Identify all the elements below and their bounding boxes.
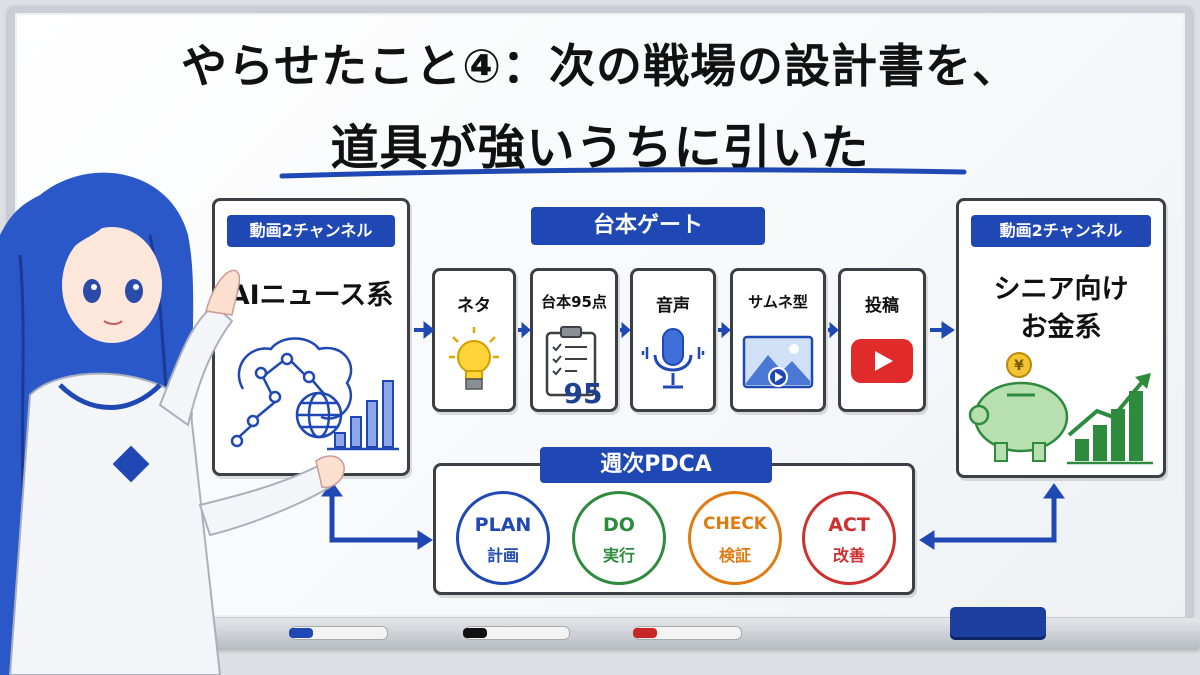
step-label: ネタ <box>457 296 491 316</box>
red-marker[interactable] <box>633 626 742 640</box>
pdca-title: 週次PDCA <box>540 447 772 483</box>
pdca-stage-en: ACT <box>828 514 870 536</box>
script-score-text: 95 <box>564 377 603 410</box>
pdca-act-circle: ACT 改善 <box>802 491 896 585</box>
presenter-character <box>0 172 345 675</box>
ai-brain-globe-chart-icon <box>230 337 399 451</box>
video-play-icon <box>851 339 913 383</box>
black-marker[interactable] <box>463 626 570 640</box>
pdca-stage-jp: 実行 <box>602 546 635 565</box>
thumbnail-image-icon <box>742 335 814 389</box>
board-eraser[interactable] <box>950 607 1046 637</box>
lightbulb-icon <box>449 327 499 390</box>
step-card-thumbnail: サムネ型 <box>730 268 826 412</box>
right-channel-name-line1: シニア向け <box>993 274 1129 305</box>
step-card-neta: ネタ <box>432 268 516 412</box>
left-channel-tag: 動画2チャンネル <box>227 215 395 247</box>
script-gate-title: 台本ゲート <box>531 207 765 245</box>
pdca-stage-jp: 改善 <box>832 546 865 565</box>
step-label: 投稿 <box>865 296 899 316</box>
pdca-stage-en: DO <box>603 514 635 536</box>
clipboard-checklist-icon: 95 <box>545 326 603 410</box>
pdca-check-circle: CHECK 検証 <box>688 491 782 585</box>
pdca-stage-en: PLAN <box>474 514 532 536</box>
title-underline <box>279 167 967 179</box>
left-channel-name: AIニュース系 <box>228 280 394 311</box>
pdca-plan-circle: PLAN 計画 <box>456 491 550 585</box>
right-channel-name-line2: お金系 <box>1020 312 1102 343</box>
page-title-line1: やらせたこと④：次の戦場の設計書を、 <box>180 39 1020 93</box>
right-channel-tag: 動画2チャンネル <box>971 215 1151 247</box>
step-label: 台本95点 <box>541 293 607 311</box>
step-label: サムネ型 <box>748 293 808 311</box>
pdca-do-circle: DO 実行 <box>572 491 666 585</box>
piggy-bank-growth-icon: ¥ <box>968 352 1153 465</box>
blue-marker[interactable] <box>289 626 388 640</box>
right-channel-card: 動画2チャンネル シニア向け お金系 ¥ <box>956 198 1166 478</box>
step-card-post: 投稿 <box>838 268 926 412</box>
step-card-script: 台本95点 95 <box>530 268 618 412</box>
pdca-stage-jp: 検証 <box>718 546 751 565</box>
step-card-audio: 音声 <box>630 268 716 412</box>
microphone-icon <box>641 328 705 389</box>
pdca-stage-jp: 計画 <box>486 546 519 565</box>
pdca-stage-en: CHECK <box>703 514 767 534</box>
step-label: 音声 <box>656 296 690 316</box>
coin-yen-symbol: ¥ <box>1014 358 1024 374</box>
page-title-line2: 道具が強いうちに引いた <box>330 120 870 176</box>
